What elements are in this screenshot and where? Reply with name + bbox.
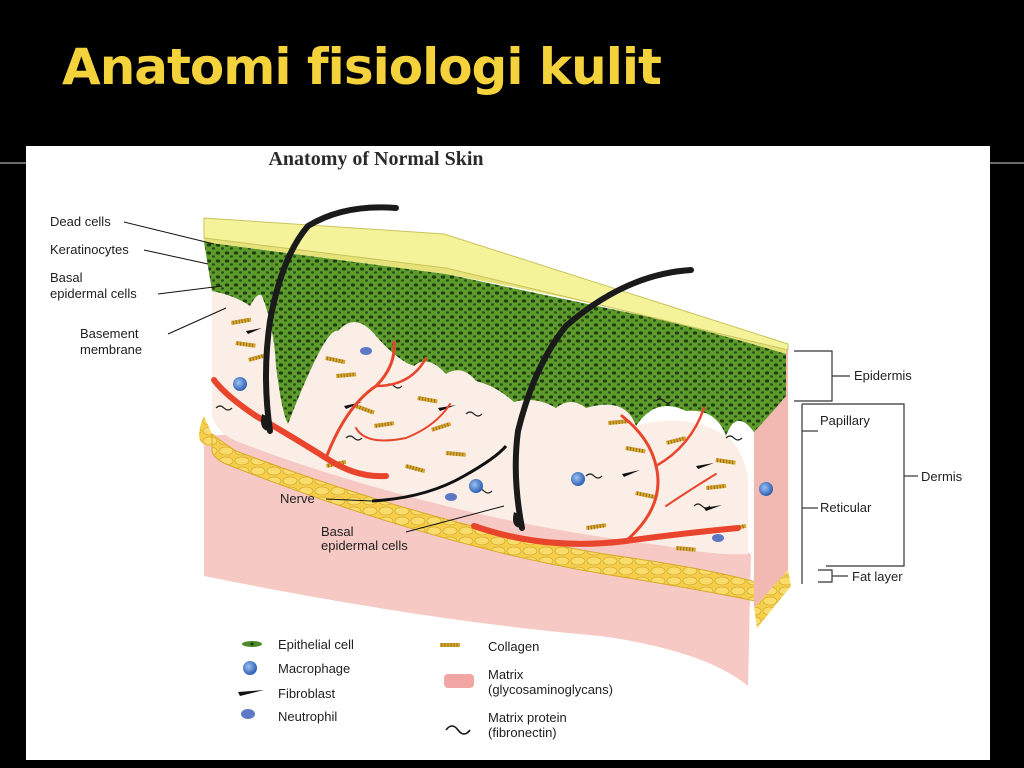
stratum-corneum bbox=[203, 217, 789, 354]
label-basal-cells-top-1: Basal bbox=[50, 270, 83, 285]
collagen-icon bbox=[439, 642, 461, 648]
epidermis-layer bbox=[204, 242, 786, 436]
dermis-papillae bbox=[212, 291, 748, 555]
svg-text:(fibronectin): (fibronectin) bbox=[488, 725, 557, 740]
label-dermis: Dermis bbox=[921, 469, 963, 484]
legend-neutrophil: Neutrophil bbox=[241, 709, 337, 724]
right-divider-line bbox=[990, 162, 1024, 164]
legend-epithelial-cell: Epithelial cell bbox=[242, 637, 354, 652]
svg-text:Collagen: Collagen bbox=[488, 639, 539, 654]
fibroblast-icon bbox=[238, 690, 264, 696]
label-basal-cells-bottom-2: epidermal cells bbox=[321, 538, 408, 553]
label-basal-cells-top-2: epidermal cells bbox=[50, 286, 137, 301]
label-nerve: Nerve bbox=[280, 491, 315, 506]
matrix-icon bbox=[444, 674, 474, 688]
svg-text:Neutrophil: Neutrophil bbox=[278, 709, 337, 724]
svg-text:(glycosaminoglycans): (glycosaminoglycans) bbox=[488, 682, 613, 697]
label-basal-cells-bottom-1: Basal bbox=[321, 524, 354, 539]
macrophage-icon bbox=[243, 661, 257, 675]
label-basement-1: Basement bbox=[80, 326, 139, 341]
legend-collagen: Collagen bbox=[439, 639, 539, 654]
legend-matrix: Matrix (glycosaminoglycans) bbox=[444, 667, 613, 697]
figure-panel: Anatomy of Normal Skin bbox=[26, 146, 990, 760]
skin-diagram: Dead cells Keratinocytes Basal epidermal… bbox=[50, 204, 963, 740]
right-labels bbox=[794, 350, 918, 584]
svg-text:Matrix: Matrix bbox=[488, 667, 524, 682]
label-papillary: Papillary bbox=[820, 413, 870, 428]
label-fat-layer: Fat layer bbox=[852, 569, 903, 584]
label-keratinocytes: Keratinocytes bbox=[50, 242, 129, 257]
neutrophil-icon bbox=[241, 709, 255, 719]
slide-title: Anatomi fisiologi kulit bbox=[62, 38, 662, 96]
matrix-protein-icon bbox=[445, 725, 471, 735]
svg-text:Matrix protein: Matrix protein bbox=[488, 710, 567, 725]
immune-cells bbox=[233, 347, 773, 542]
figure-title: Anatomy of Normal Skin bbox=[268, 148, 484, 170]
label-epidermis: Epidermis bbox=[854, 368, 912, 383]
hair-follicles bbox=[261, 204, 694, 531]
label-dead-cells: Dead cells bbox=[50, 214, 111, 229]
svg-text:Epithelial cell: Epithelial cell bbox=[278, 637, 354, 652]
legend-matrix-protein: Matrix protein (fibronectin) bbox=[445, 710, 567, 740]
legend-fibroblast: Fibroblast bbox=[238, 686, 335, 701]
label-basement-2: membrane bbox=[80, 342, 142, 357]
nerve bbox=[371, 445, 508, 503]
left-divider-line bbox=[0, 162, 26, 164]
blood-vessels bbox=[211, 340, 741, 547]
label-reticular: Reticular bbox=[820, 500, 872, 515]
legend-macrophage: Macrophage bbox=[243, 661, 350, 676]
svg-text:Macrophage: Macrophage bbox=[278, 661, 350, 676]
legend: Epithelial cell Macrophage Fibroblast Ne… bbox=[238, 637, 613, 740]
svg-text:Fibroblast: Fibroblast bbox=[278, 686, 335, 701]
left-labels: Dead cells Keratinocytes Basal epidermal… bbox=[50, 214, 505, 553]
